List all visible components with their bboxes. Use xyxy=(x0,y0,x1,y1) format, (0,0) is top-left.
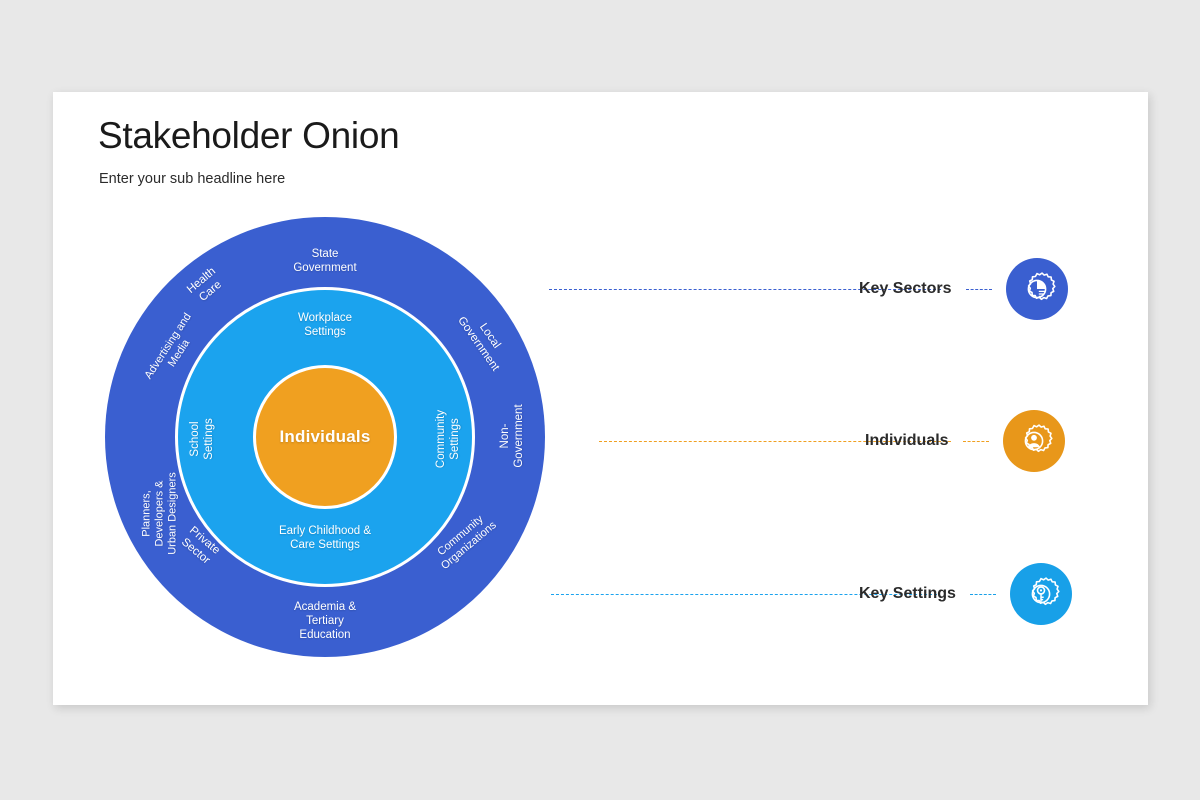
legend-label-individuals: Individuals xyxy=(865,432,949,449)
legend-dash-key-sectors xyxy=(965,288,992,290)
connector-line-key-settings xyxy=(551,594,937,595)
legend-item-key-settings[interactable]: Key Settings xyxy=(859,563,1072,625)
gear-pie-chart-icon[interactable] xyxy=(1005,258,1068,320)
connector-line-individuals xyxy=(599,441,951,442)
onion-label-academia-tertiary-education: Academia & Tertiary Education xyxy=(293,601,356,641)
connector-line-key-sectors xyxy=(549,289,941,290)
onion-label-community-settings: Community Settings xyxy=(435,409,461,469)
onion-core-individuals[interactable] xyxy=(253,365,397,509)
slide-card: Stakeholder Onion Enter your sub headlin… xyxy=(53,92,1148,705)
onion-label-non-government: Non- Government xyxy=(499,404,525,468)
onion-label-workplace-settings: Workplace Settings xyxy=(297,312,353,338)
legend-label-key-sectors: Key Sectors xyxy=(859,280,952,297)
page-title: Stakeholder Onion xyxy=(98,115,400,156)
onion-label-school-settings: School Settings xyxy=(189,418,215,460)
legend-label-key-settings: Key Settings xyxy=(859,585,956,602)
gear-key-icon[interactable] xyxy=(1009,563,1072,625)
page-subtitle: Enter your sub headline here xyxy=(99,171,286,187)
legend-dash-key-settings xyxy=(969,593,996,595)
legend-item-individuals[interactable]: Individuals xyxy=(865,410,1065,472)
onion-label-state-government: State Government xyxy=(293,248,357,274)
onion-core-label: Individuals xyxy=(279,427,371,446)
onion-label-early-childhood-care-settings: Early Childhood & Care Settings xyxy=(278,525,372,551)
legend-dash-individuals xyxy=(962,440,989,442)
legend-item-key-sectors[interactable]: Key Sectors xyxy=(859,258,1068,320)
stakeholder-onion-diagram: Individuals State Government Health Care… xyxy=(105,217,545,657)
gear-person-icon[interactable] xyxy=(1002,410,1065,472)
